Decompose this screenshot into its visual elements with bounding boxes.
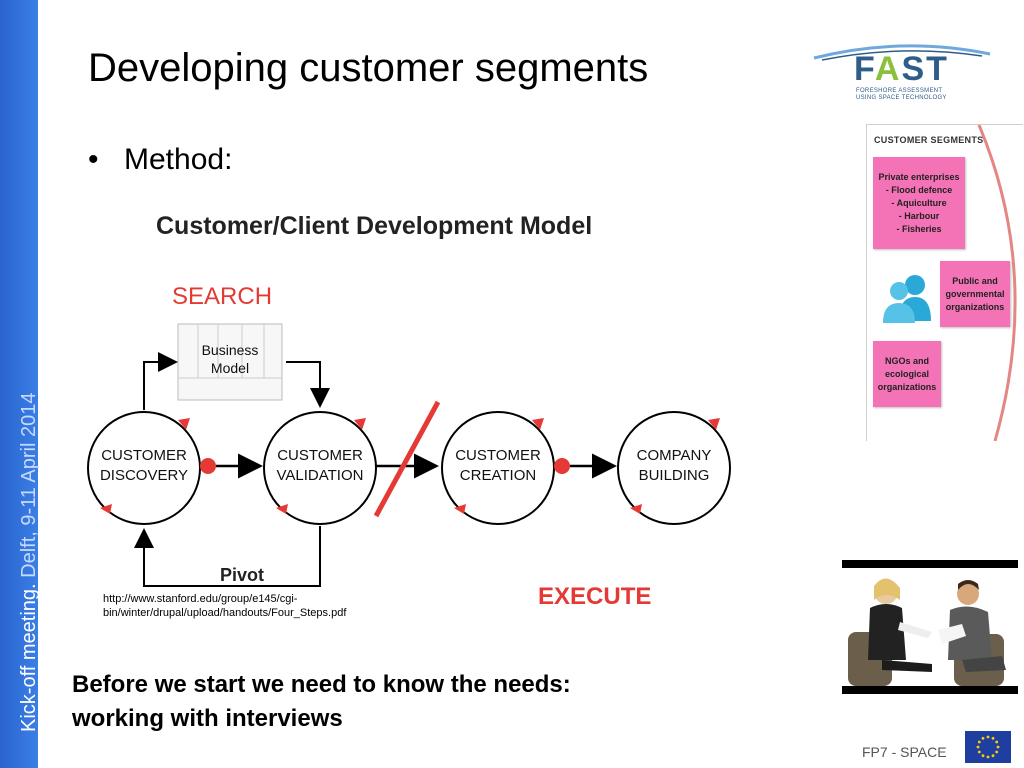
interview-photo	[842, 560, 1018, 694]
search-label: SEARCH	[172, 283, 272, 310]
sidebar-caption: Kick-off meeting. Delft, 9-11 April 2014	[18, 392, 40, 732]
sticky-line: - Flood defence	[885, 184, 953, 195]
stage-label-line2: CREATION	[460, 467, 536, 484]
fast-logo: FAST FORESHORE ASSESSMENT USING SPACE TE…	[812, 40, 992, 106]
needs-statement: Before we start we need to know the need…	[72, 668, 712, 736]
stage-label-line2: DISCOVERY	[100, 467, 188, 484]
execute-label: EXECUTE	[538, 583, 651, 610]
logo-subtitle: FORESHORE ASSESSMENT USING SPACE TECHNOL…	[856, 88, 947, 102]
method-bullet: • Method:	[88, 143, 232, 177]
business-model-label-2: Model	[211, 360, 249, 376]
sticky-line: organizations	[877, 381, 937, 392]
bullet-dot: •	[88, 143, 99, 176]
meeting-label: Kick-off meeting.	[18, 583, 40, 732]
stage-company-building: COMPANY BUILDING	[617, 411, 731, 525]
business-model-label-1: Business	[202, 342, 259, 358]
business-model-sheet	[177, 323, 283, 401]
stage-label-line1: COMPANY	[637, 447, 712, 464]
sticky-line: ecological	[884, 368, 929, 379]
people-icon	[883, 275, 931, 323]
stage-label-line2: BUILDING	[639, 467, 710, 484]
logo-swoosh-icon	[813, 44, 991, 61]
logo-letter-a: A	[874, 50, 902, 88]
panel-arc-decoration	[977, 125, 1017, 441]
connector-creation-building	[554, 453, 617, 479]
source-url[interactable]: http://www.stanford.edu/group/e145/cgi-b…	[103, 593, 347, 619]
meeting-date: Delft, 9-11 April 2014	[18, 392, 40, 584]
stage-label-line2: VALIDATION	[277, 467, 364, 484]
arrow-to-business-model	[143, 352, 178, 410]
stage-label-line1: CUSTOMER	[277, 447, 363, 464]
sticky-public-governmental: Public and governmental organizations	[940, 261, 1010, 327]
needs-line-2: working with interviews	[72, 705, 343, 732]
stage-label-line1: CUSTOMER	[101, 447, 187, 464]
sidebar-band: Kick-off meeting. Delft, 9-11 April 2014	[0, 0, 40, 768]
sticky-line: Public and	[952, 275, 998, 286]
stage-label-line1: CUSTOMER	[455, 447, 541, 464]
sticky-line: NGOs and	[884, 355, 929, 366]
stage-customer-validation: CUSTOMER VALIDATION	[263, 411, 377, 525]
program-label: FP7 - SPACE	[862, 744, 947, 760]
logo-letters-st: ST	[901, 50, 949, 88]
stage-customer-creation: CUSTOMER CREATION	[441, 411, 555, 525]
method-label: Method:	[124, 143, 233, 176]
logo-subtitle-2: USING SPACE TECHNOLOGY	[856, 95, 947, 101]
sticky-ngos: NGOs and ecological organizations	[873, 341, 941, 407]
customer-development-diagram: Customer/Client Development Model SEARCH…	[87, 212, 731, 610]
stage-customer-discovery: CUSTOMER DISCOVERY	[87, 411, 201, 525]
sticky-line: - Aquiculture	[891, 197, 947, 208]
sticky-line: Private enterprises	[878, 171, 960, 182]
logo-wordmark: FAST	[854, 50, 949, 89]
diagram-title: Customer/Client Development Model	[156, 212, 592, 240]
customer-segments-panel: CUSTOMER SEGMENTS Private enterprises - …	[866, 124, 1023, 441]
pivot-label: Pivot	[220, 565, 264, 585]
pivot-loop-arrow	[134, 526, 321, 587]
sticky-line: - Fisheries	[896, 223, 942, 234]
slide-title: Developing customer segments	[88, 46, 649, 90]
logo-letter-f: F	[854, 50, 875, 88]
sticky-line: organizations	[945, 301, 1005, 312]
sticky-line: governmental	[945, 288, 1005, 299]
eu-flag-icon	[965, 731, 1011, 763]
sticky-private-enterprises: Private enterprises - Flood defence - Aq…	[873, 157, 965, 249]
needs-line-1: Before we start we need to know the need…	[72, 671, 571, 698]
eu-stars	[976, 735, 1000, 759]
arrow-from-business-model	[286, 361, 330, 408]
search-execute-divider	[373, 400, 441, 518]
sticky-line: - Harbour	[898, 210, 940, 221]
panel-title: CUSTOMER SEGMENTS	[874, 135, 984, 145]
logo-subtitle-1: FORESHORE ASSESSMENT	[856, 88, 943, 94]
connector-discovery-validation	[200, 453, 263, 479]
